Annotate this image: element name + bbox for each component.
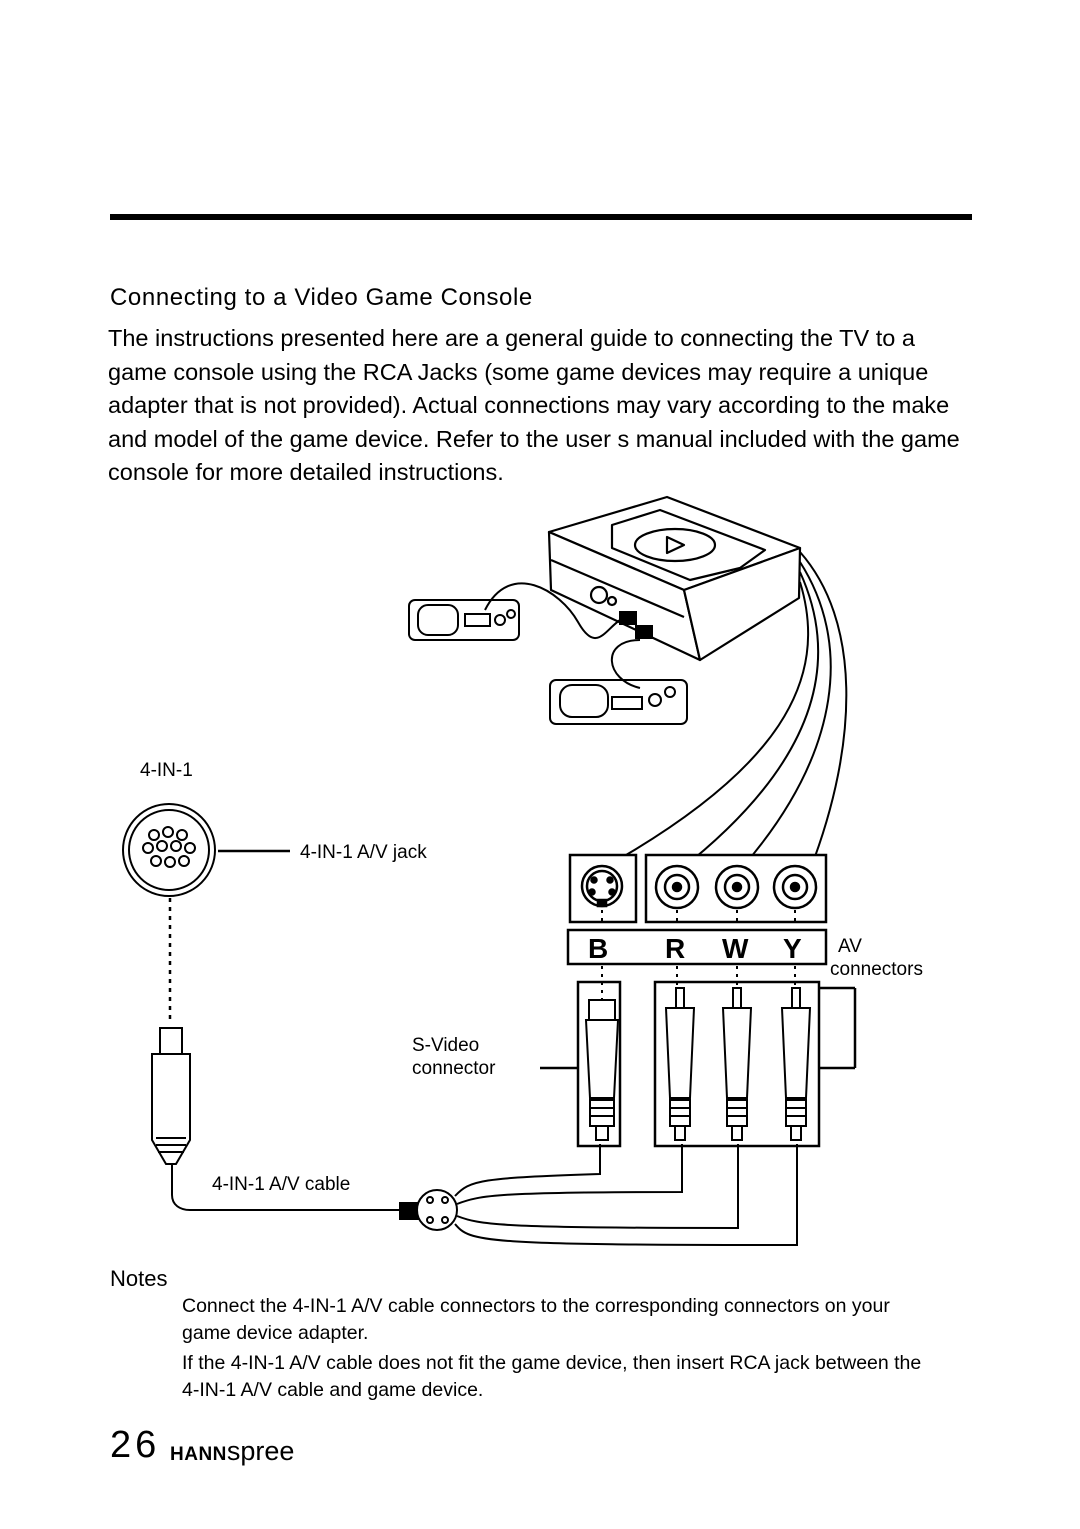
notes-title: Notes [110, 1266, 168, 1291]
label-4in1: 4-IN-1 [140, 760, 193, 781]
top-rule [110, 214, 972, 220]
controller-1-illustration [408, 599, 520, 641]
note-item-1: Connect the 4-IN-1 A/V cable connectors … [182, 1295, 890, 1344]
label-av-connectors-2: connectors [830, 959, 923, 980]
connection-diagram: B R W Y 4-IN-1 4-IN- [122, 495, 923, 1247]
letter-b: B [588, 933, 608, 964]
svideo-plug-illustration [584, 999, 620, 1141]
controller-2-illustration [549, 679, 688, 725]
four-in-one-jack-illustration [122, 803, 216, 897]
brand-light: spree [226, 1436, 295, 1466]
section-heading: Connecting to a Video Game Console [110, 284, 533, 311]
av-panel-illustration [566, 853, 828, 966]
brand-logo: HANNspree [170, 1436, 294, 1467]
rca-plugs-illustration [664, 987, 812, 1141]
letter-r: R [665, 933, 685, 964]
letter-w: W [722, 933, 749, 964]
letter-y: Y [783, 933, 802, 964]
page-number: 26 [110, 1424, 161, 1466]
label-av-connectors-1: AV [838, 936, 862, 957]
intro-paragraph: The instructions presented here are a ge… [108, 325, 960, 485]
brand-bold: HANN [170, 1444, 227, 1465]
label-av-jack: 4-IN-1 A/V jack [300, 842, 427, 863]
label-svideo-2: connector [412, 1058, 496, 1079]
four-in-one-plug-illustration [151, 1027, 191, 1165]
splitter-hub-illustration [399, 1189, 458, 1231]
note-item-2: If the 4-IN-1 A/V cable does not fit the… [182, 1352, 922, 1401]
game-console-illustration [547, 495, 802, 662]
label-svideo-1: S-Video [412, 1035, 479, 1056]
label-av-cable: 4-IN-1 A/V cable [212, 1174, 350, 1195]
